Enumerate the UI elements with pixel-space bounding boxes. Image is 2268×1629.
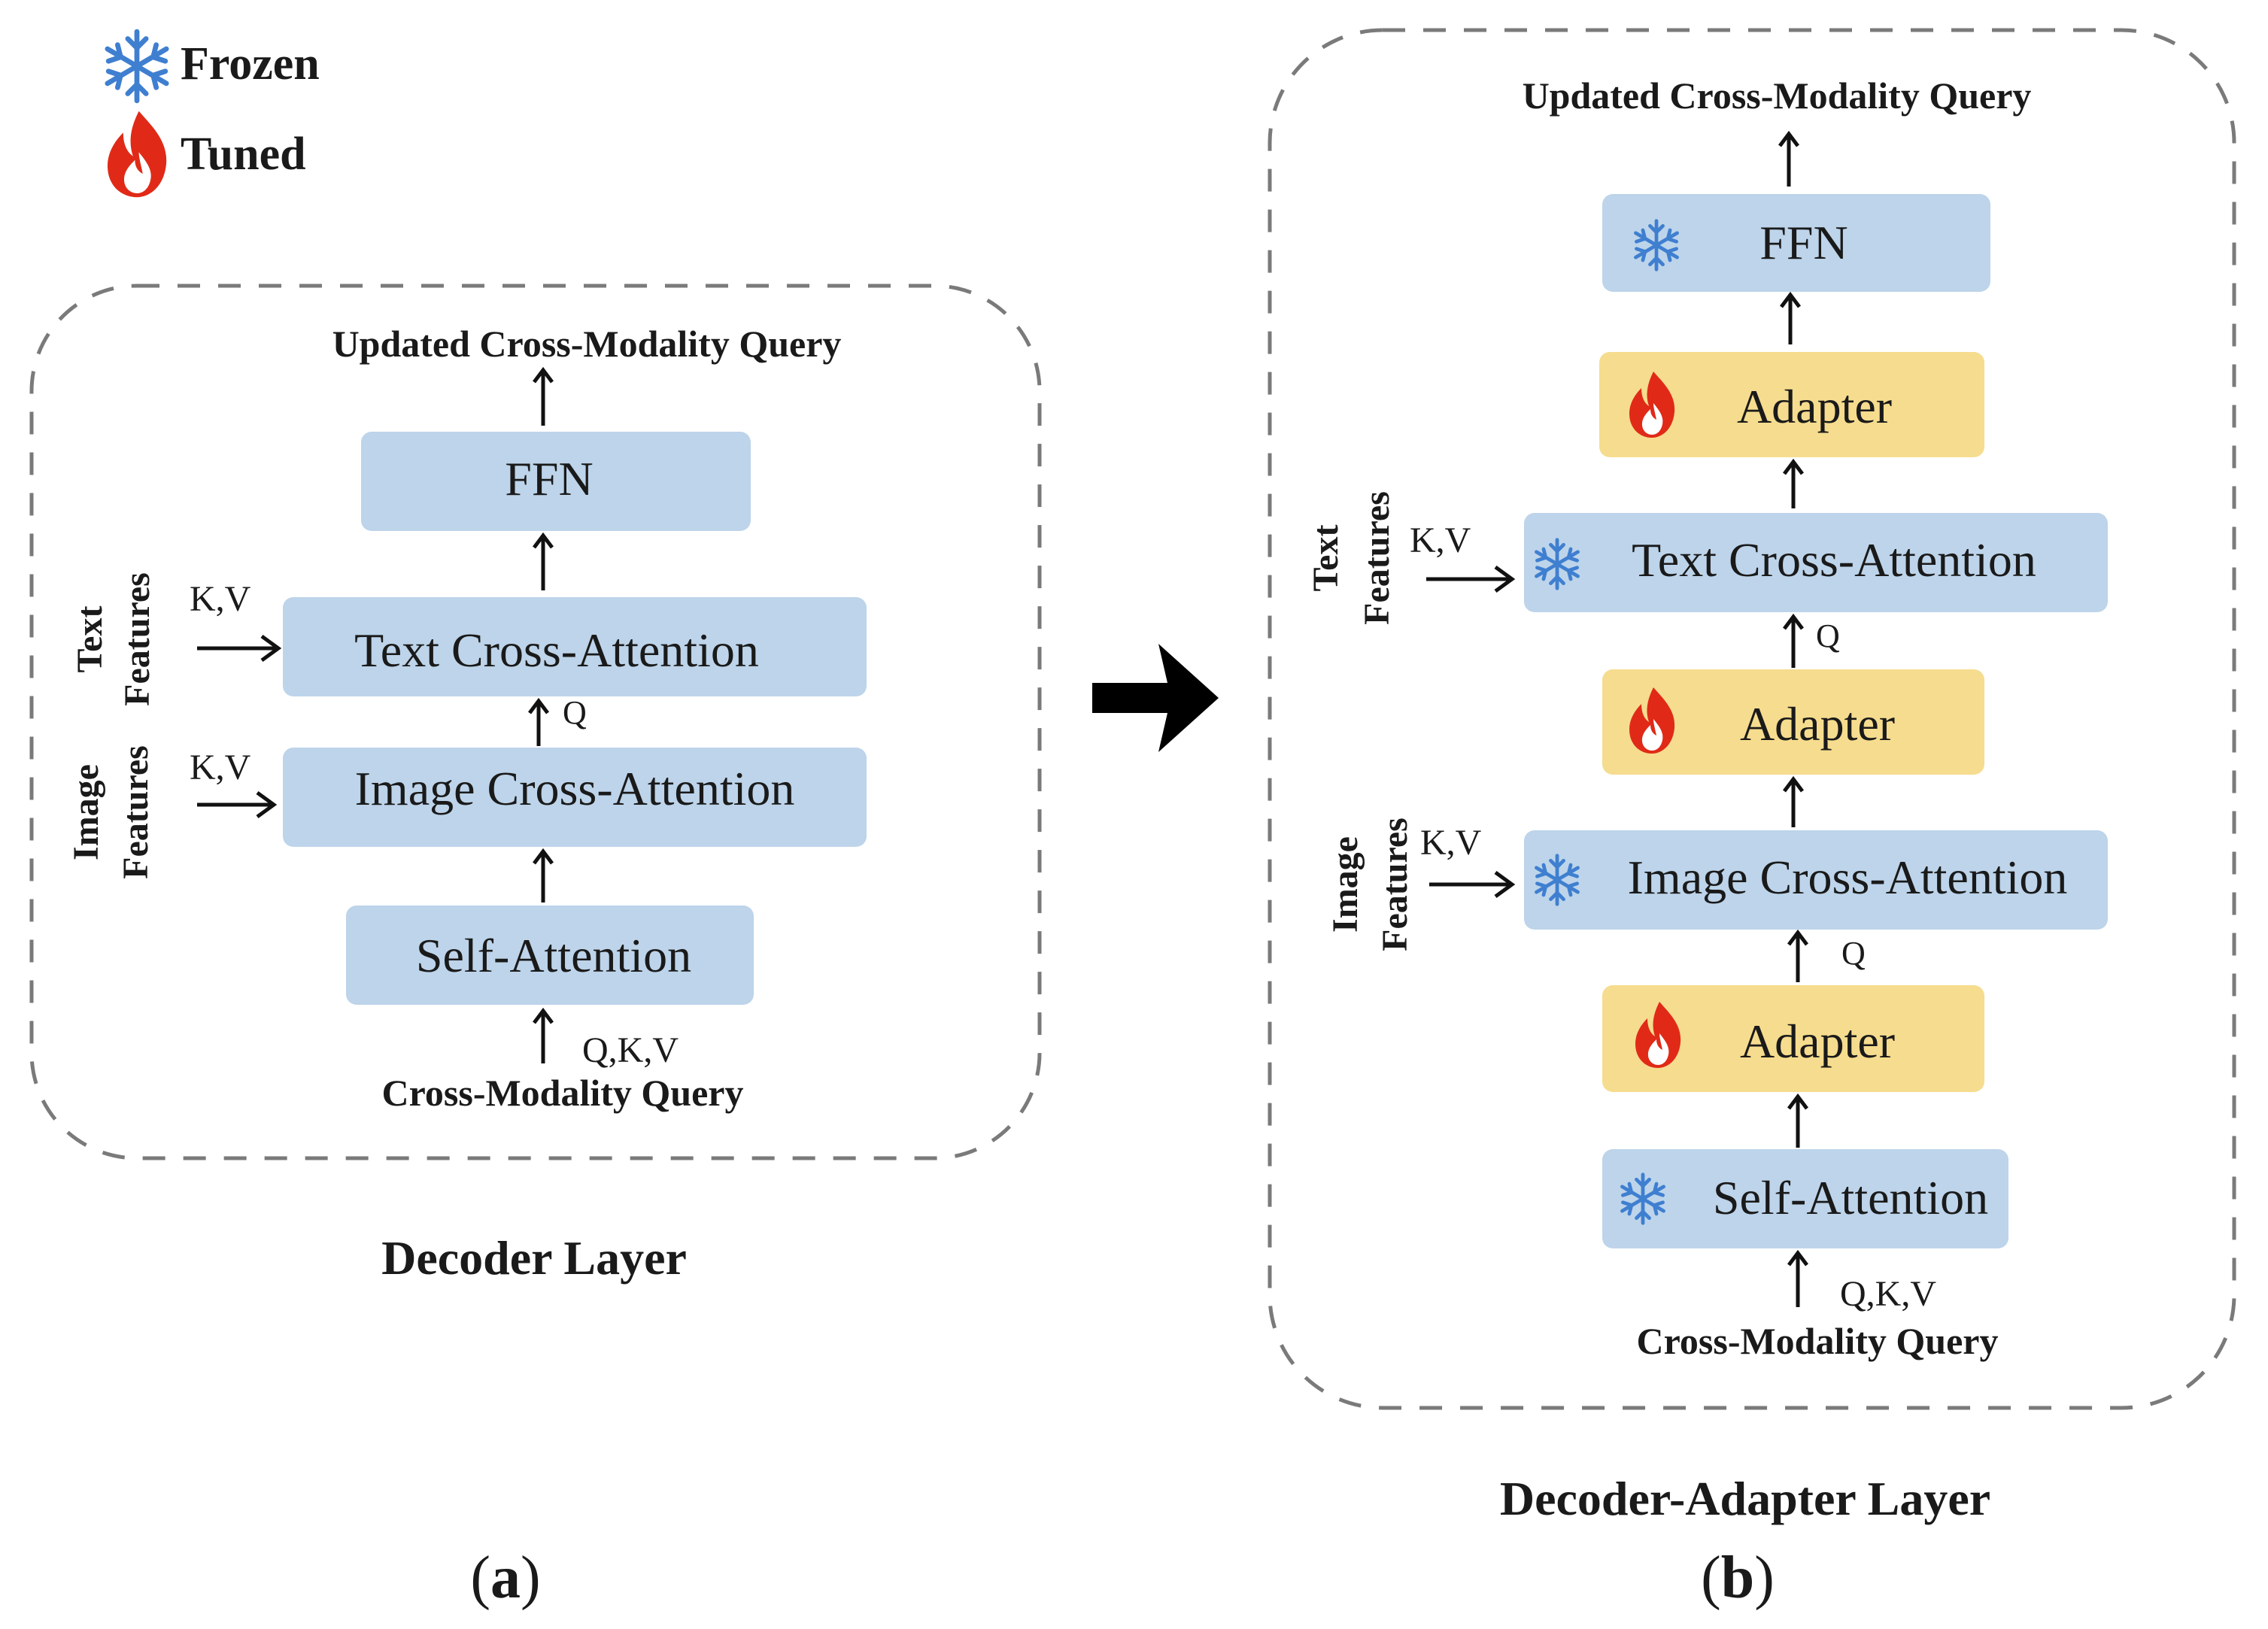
transition-arrow-icon [1092, 644, 1219, 752]
panel-b-image-kv-arrow [1429, 870, 1516, 899]
panel-b-image-cross-attention-box [1524, 830, 2108, 930]
panel-b-arrow-image-to-adapter [1783, 775, 1804, 827]
panel-b-image-features-line2: Features [1375, 818, 1415, 951]
panel-a-arrow-self-to-image [533, 848, 554, 902]
panel-a-input-arrow [533, 1007, 554, 1063]
panel-a-sub-label: (a) [470, 1545, 540, 1611]
panel-b-adapter-middle-box [1602, 669, 1984, 775]
panel-b-text-cross-attention-label: Text Cross-Attention [1632, 533, 2036, 587]
panel-a-arrow-text-to-ffn [533, 532, 554, 590]
panel-a-image-cross-attention-box [283, 748, 867, 847]
panel-a-text-kv-arrow [197, 634, 282, 663]
panel-b-self-attention-label: Self-Attention [1713, 1171, 1988, 1224]
panel-a-self-attention-box [346, 906, 754, 1005]
panel-b-arrow-adapter-to-image [1787, 929, 1808, 982]
panel-a-caption: Decoder Layer [381, 1231, 687, 1285]
panel-a-text-cross-attention-label: Text Cross-Attention [354, 623, 759, 677]
snowflake-icon [108, 32, 166, 101]
panel-b-ffn-box [1602, 194, 1990, 292]
panel-a-text-features-line2: Features [117, 572, 157, 706]
panel-a-text-features-line1: Text [70, 606, 110, 673]
panel-b-adapter-bottom-label: Adapter [1740, 1015, 1895, 1068]
panel-b-text-cross-attention-box [1524, 513, 2108, 612]
panel-a-output-arrow [533, 366, 554, 426]
panel-b-ffn-label: FFN [1759, 216, 1847, 269]
panel-a-ffn-box [361, 432, 751, 531]
panel-b-text-kv-arrow [1426, 565, 1516, 593]
panel-a-text-cross-attention-box [283, 597, 867, 696]
panel-b-q-label-lower: Q [1841, 935, 1866, 972]
panel-b-adapter-top-box [1599, 352, 1984, 457]
panel-b-image-kv: K,V [1420, 823, 1482, 863]
panel-b-self-attention-box [1602, 1149, 2008, 1248]
panel-b-text-kv: K,V [1410, 520, 1471, 560]
panel-a-image-features-line1: Image [66, 764, 106, 860]
panel-a-output-label: Updated Cross-Modality Query [332, 323, 842, 365]
panel-a: Updated Cross-Modality Query FFN Text Cr… [29, 284, 1042, 1611]
legend-tuned-label: Tuned [181, 129, 306, 180]
panel-a-text-kv: K,V [190, 579, 251, 619]
panel-b-arrow-self-to-adapter [1787, 1093, 1808, 1148]
panel-b-text-features-line1: Text [1306, 525, 1346, 592]
panel-a-image-kv: K,V [190, 748, 251, 787]
panel-b-input-port: Q,K,V [1840, 1274, 1936, 1314]
panel-b-q-label-upper: Q [1816, 617, 1840, 654]
panel-b-arrow-adapter-to-ffn [1780, 291, 1801, 344]
panel-b-adapter-bottom-box [1602, 985, 1984, 1092]
panel-b-output-arrow [1778, 130, 1799, 187]
panel-b-input-label: Cross-Modality Query [1637, 1320, 1999, 1362]
panel-b-frame [1268, 28, 2236, 1410]
panel-a-arrow-image-to-text [528, 697, 549, 746]
panel-b-text-features-line2: Features [1357, 491, 1397, 625]
legend-frozen-label: Frozen [181, 38, 320, 89]
panel-b-sub-letter: b [1721, 1545, 1755, 1611]
panel-b-sub-label: (b) [1701, 1545, 1775, 1611]
panel-b-arrow-text-to-adapter [1783, 458, 1804, 508]
panel-b-caption: Decoder-Adapter Layer [1500, 1472, 1990, 1525]
panel-a-frame [29, 284, 1042, 1160]
panel-a-self-attention-label: Self-Attention [416, 929, 691, 982]
panel-b-image-cross-attention-label: Image Cross-Attention [1628, 851, 2068, 904]
flame-icon [108, 111, 167, 198]
panel-b-input-arrow [1787, 1249, 1808, 1307]
panel-a-input-label: Cross-Modality Query [382, 1072, 744, 1114]
panel-b-adapter-middle-label: Adapter [1740, 697, 1895, 751]
panel-a-image-cross-attention-label: Image Cross-Attention [355, 762, 795, 815]
panel-a-ffn-label: FFN [505, 452, 593, 505]
legend: Frozen Tuned [108, 32, 320, 198]
panel-b-adapter-top-label: Adapter [1737, 380, 1892, 433]
panel-b: Updated Cross-Modality Query FFN Adapter… [1268, 28, 2236, 1611]
panel-a-input-port: Q,K,V [582, 1030, 679, 1070]
panel-b-output-label: Updated Cross-Modality Query [1523, 74, 2032, 117]
panel-a-sub-letter: a [490, 1545, 521, 1611]
panel-a-image-features-line2: Features [116, 745, 156, 879]
panel-b-image-features-line1: Image [1325, 836, 1365, 933]
panel-a-q-label: Q [563, 694, 587, 731]
panel-b-arrow-adapter-to-text [1783, 613, 1804, 668]
panel-a-image-kv-arrow [197, 790, 278, 819]
